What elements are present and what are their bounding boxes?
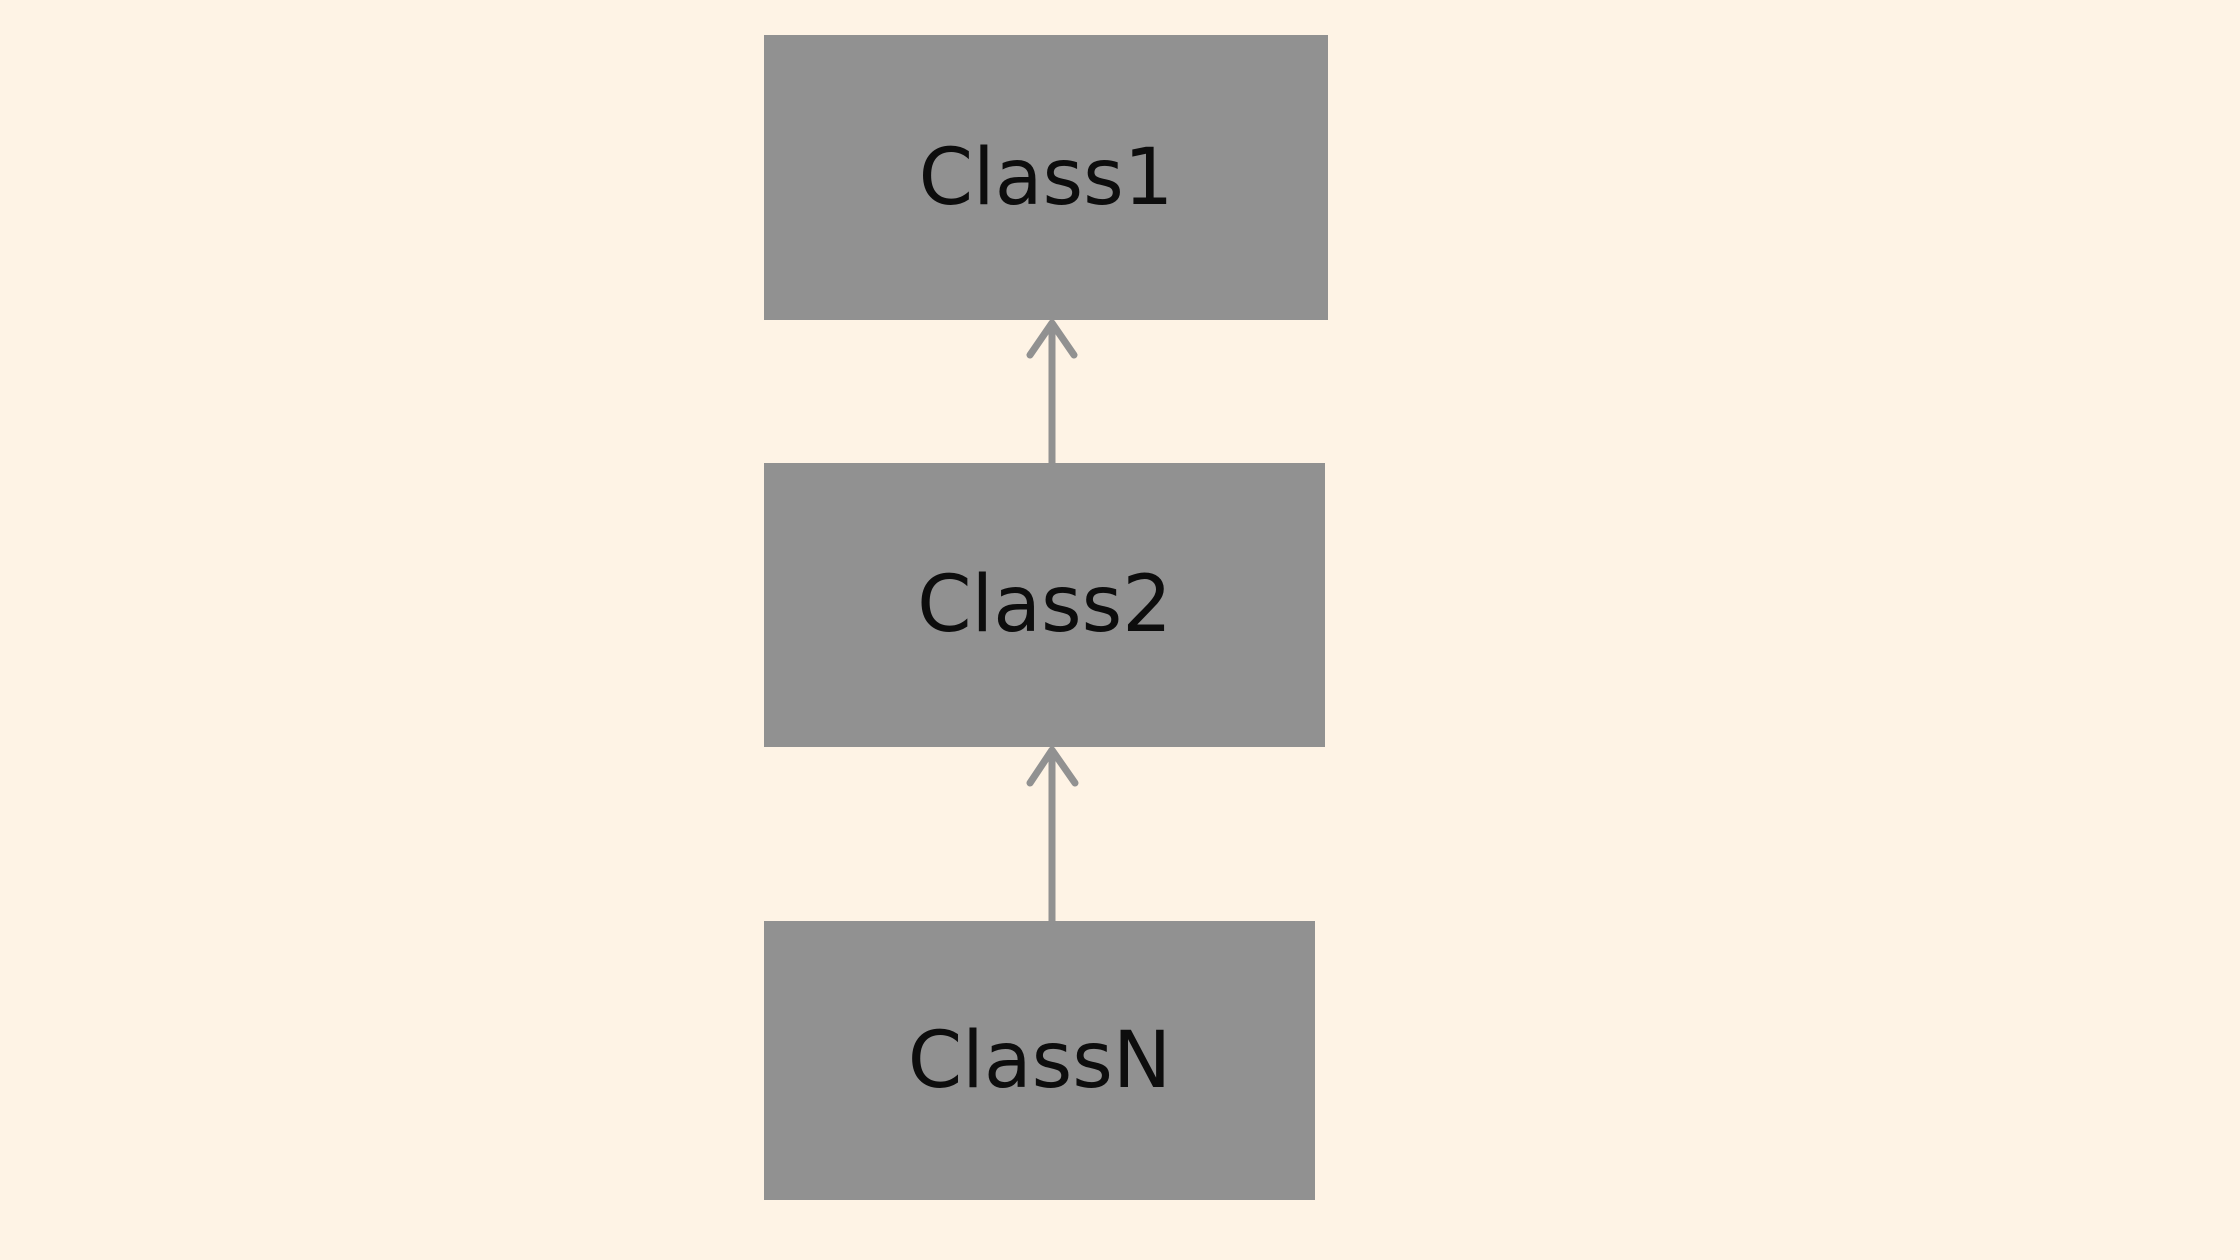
arrow-class2-to-class1 bbox=[1026, 319, 1078, 467]
class1-label: Class1 bbox=[918, 132, 1174, 223]
arrow-classn-to-class2 bbox=[1026, 746, 1079, 925]
class2-box: Class2 bbox=[764, 463, 1325, 747]
open-arrowhead-icon bbox=[1026, 746, 1079, 787]
class2-label: Class2 bbox=[917, 560, 1172, 650]
classn-label: ClassN bbox=[907, 1015, 1172, 1106]
class1-box: Class1 bbox=[764, 35, 1328, 320]
classn-box: ClassN bbox=[764, 921, 1315, 1200]
open-arrowhead-icon bbox=[1026, 319, 1078, 359]
